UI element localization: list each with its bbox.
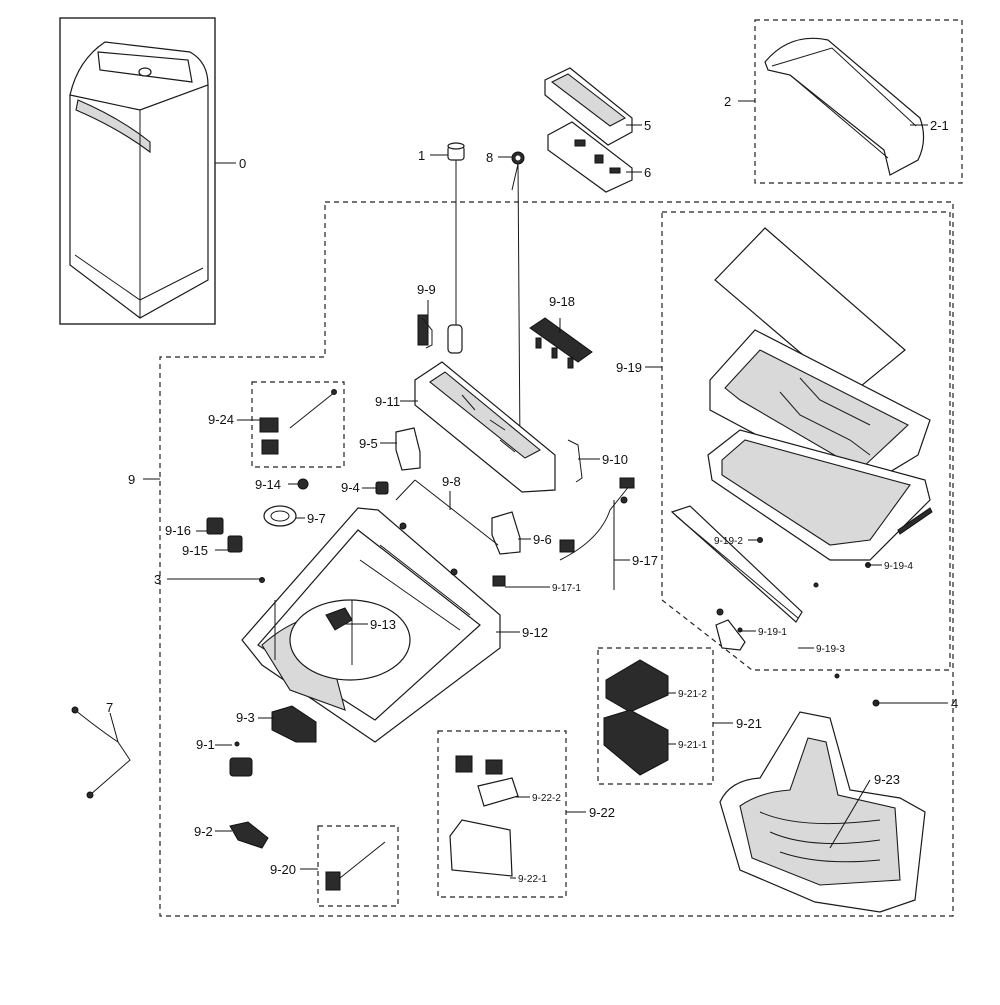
label-9-2: 9-2 [194,824,213,839]
label-9-3: 9-3 [236,710,255,725]
pcb-assembly-drawing [547,121,633,193]
box-assembly-9 [159,201,954,917]
label-9-21-2: 9-21-2 [678,689,707,700]
hook-9-9-drawing [421,317,433,349]
label-9-19-4: 9-19-4 [884,561,913,572]
lid-frame-drawing [670,227,933,651]
bracket-9-3-drawing [271,705,317,743]
label-9-5: 9-5 [359,436,378,451]
bracket-9-6-drawing [491,511,521,555]
label-9-19-1: 9-19-1 [758,627,787,638]
label-9-11: 9-11 [375,394,400,409]
label-5: 5 [644,118,651,133]
label-9-19-2: 9-19-2 [714,536,743,547]
label-9-14: 9-14 [255,477,281,492]
part-9-20-drawing [325,841,386,891]
pcb-holder-drawing [544,67,633,146]
part-9-24-drawing [259,389,337,455]
rod-9-8-drawing [395,479,499,546]
label-2: 2 [724,94,731,109]
label-9-15: 9-15 [182,543,208,558]
label-9-21-1: 9-21-1 [678,740,707,751]
washer-cabinet-drawing [69,41,209,319]
label-9: 9 [128,472,135,487]
label-9-6: 9-6 [533,532,552,547]
label-6: 6 [644,165,651,180]
switch-drawing [511,151,525,451]
label-8: 8 [486,150,493,165]
top-cover-drawing [764,37,925,176]
screw-9-1-drawing [229,741,253,777]
label-7: 7 [106,700,113,715]
box-assembly-9-24 [251,381,345,468]
sensor-9-2-drawing [229,821,269,849]
label-4: 4 [951,696,958,711]
label-9-10: 9-10 [602,452,628,467]
label-9-22-2: 9-22-2 [532,793,561,804]
connector-9-15-drawing [227,535,243,553]
wire-connector-drawing [529,317,593,369]
label-9-22: 9-22 [589,805,615,820]
label-9-1: 9-1 [196,737,215,752]
label-9-8: 9-8 [442,474,461,489]
box-assembly-9-22 [437,730,567,898]
control-box-drawing [414,314,556,493]
part-9-22-drawing [449,755,519,877]
label-9-22-1: 9-22-1 [518,874,547,885]
label-9-13: 9-13 [370,617,396,632]
label-9-23: 9-23 [874,772,900,787]
ring-9-7-drawing [263,505,297,527]
hook-9-10-drawing [567,439,583,483]
label-2-1: 2-1 [930,118,949,133]
basin-9-23-drawing [719,711,926,913]
leader-lines [109,100,948,879]
label-9-12: 9-12 [522,625,548,640]
part-9-21-drawing [603,659,669,776]
part-labels: 0 1 2 2-1 3 4 5 6 7 8 9 9-1 9-2 9-3 9-4 … [106,94,958,885]
label-9-21: 9-21 [736,716,762,731]
label-0: 0 [239,156,246,171]
label-9-4: 9-4 [341,480,360,495]
connector-9-16-drawing [206,517,224,535]
label-9-17-1: 9-17-1 [552,583,581,594]
bracket-9-5-drawing [395,427,421,471]
hose-7-drawing [71,706,131,799]
top-frame-drawing [241,507,501,743]
label-9-17: 9-17 [632,553,658,568]
label-1: 1 [418,148,425,163]
box-assembly-9-20 [317,825,399,907]
harness-9-17-drawing [492,477,635,587]
label-9-9: 9-9 [417,282,436,297]
box-assembly-9-21 [597,647,714,785]
label-9-24: 9-24 [208,412,234,427]
label-9-18: 9-18 [549,294,575,309]
label-9-16: 9-16 [165,523,191,538]
label-9-19-3: 9-19-3 [816,644,845,655]
label-9-19: 9-19 [616,360,642,375]
knob-drawing [447,142,465,345]
label-9-7: 9-7 [307,511,326,526]
cap-9-14-drawing [297,478,309,490]
label-3: 3 [154,572,161,587]
label-9-20: 9-20 [270,862,296,877]
box-part-0 [59,17,216,325]
